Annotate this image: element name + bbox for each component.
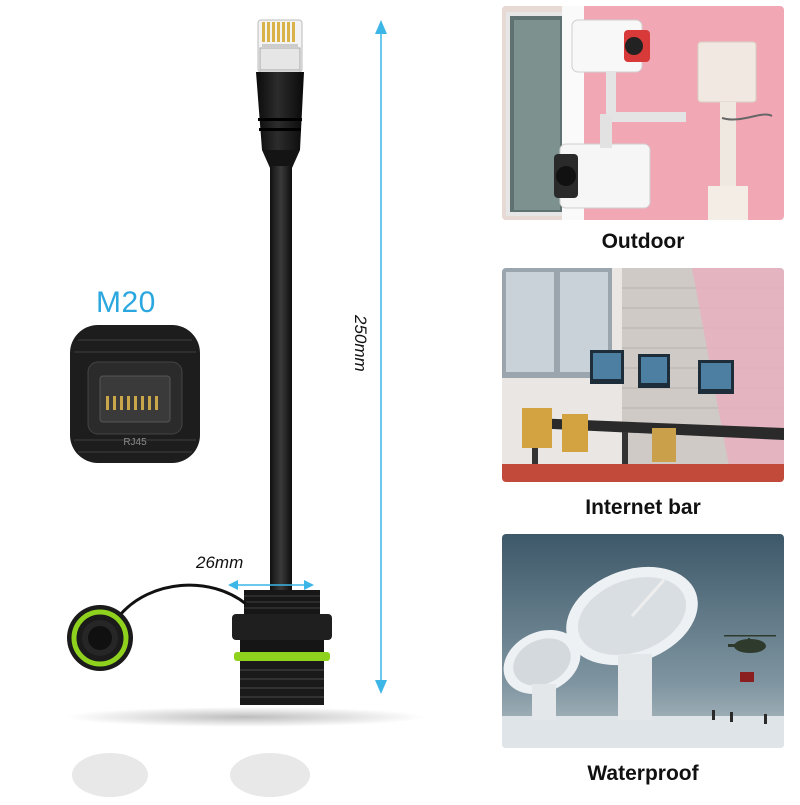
m20-jack-closeup: RJ45 [70, 325, 200, 463]
product-illustration: RJ45 [65, 19, 425, 797]
diameter-dimension-arrow [228, 580, 314, 590]
rj45-plug [256, 19, 304, 168]
internet-bar-photo [502, 268, 784, 482]
panel-connector [232, 590, 332, 705]
floor-shadow [65, 707, 425, 727]
waterproof-photo [502, 534, 784, 748]
diameter-label: 26mm [196, 553, 244, 572]
length-dimension-arrow [375, 20, 387, 694]
cable [270, 166, 292, 596]
rj45-marking: RJ45 [123, 437, 147, 448]
m20-label: M20 [96, 286, 156, 319]
caption-outdoor: Outdoor [601, 230, 685, 253]
dust-cap [67, 583, 247, 671]
outdoor-photo [502, 6, 784, 220]
length-label: 250mm [351, 315, 370, 372]
caption-waterproof: Waterproof [587, 762, 699, 785]
caption-internet-bar: Internet bar [585, 496, 701, 519]
cable-graphic: RJ45 [65, 19, 425, 797]
